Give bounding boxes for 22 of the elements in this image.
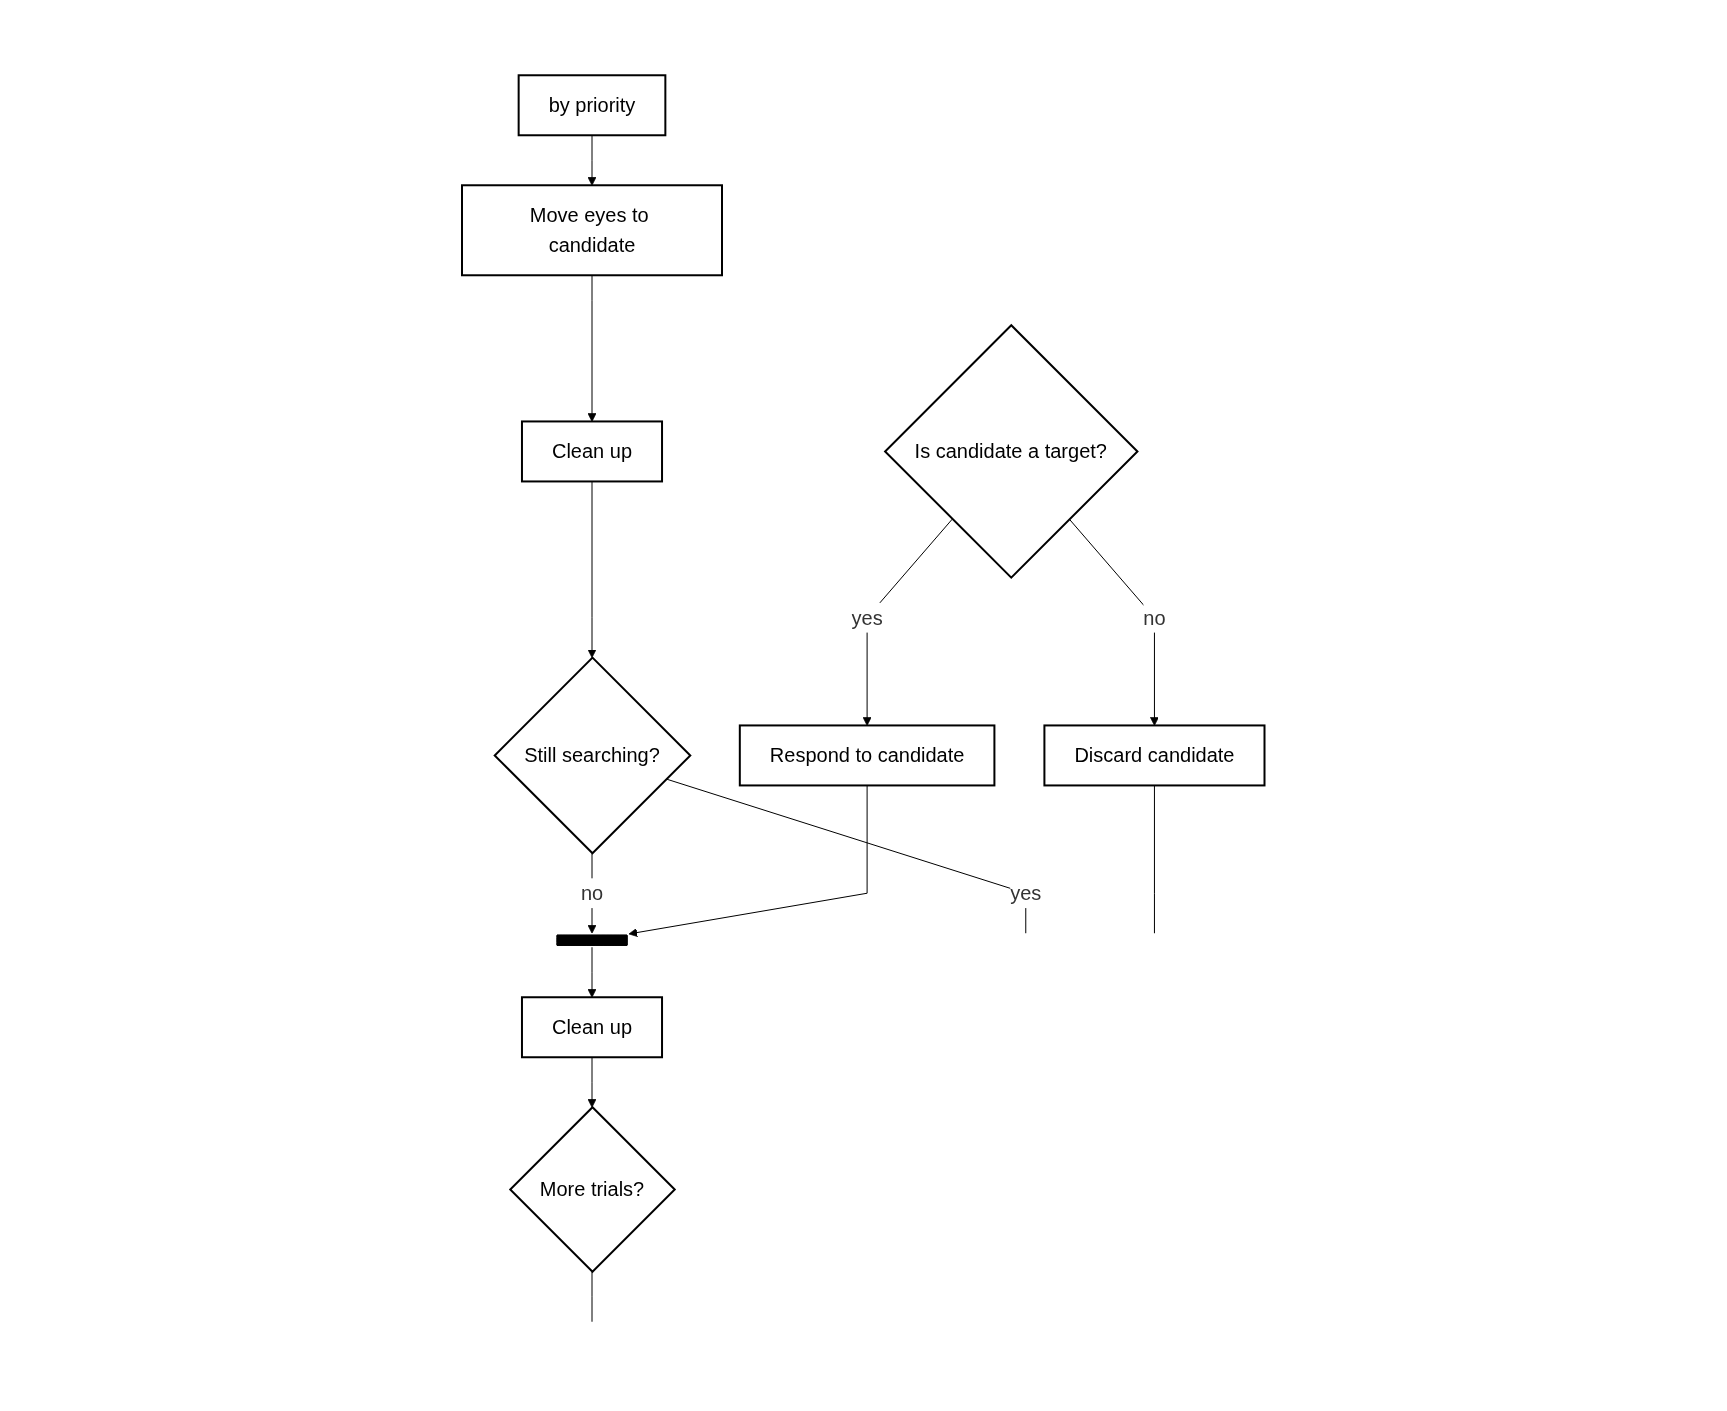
arrow (587, 480, 597, 658)
connector (666, 778, 1027, 934)
edge-label: yes (1010, 882, 1042, 905)
node-box: by priority (517, 74, 667, 137)
connector (591, 1271, 593, 1323)
node-box: Respond to candidate (739, 724, 996, 787)
node-box: Clean up (521, 996, 664, 1059)
arrow (587, 1056, 597, 1108)
arrow (587, 134, 597, 186)
arrow (587, 946, 597, 998)
node-box: Move eyes to candidate (461, 184, 724, 277)
node-diamond: Is candidate a target? (883, 323, 1140, 580)
edge-label: no (581, 882, 604, 905)
arrow (587, 274, 597, 422)
node-diamond: More trials? (509, 1105, 677, 1274)
edge-label: no (1143, 606, 1166, 629)
edge-label: yes (851, 606, 883, 629)
node-diamond: Still searching? (493, 656, 692, 855)
connector (1154, 784, 1156, 934)
node-box: Clean up (521, 420, 664, 483)
node-box: Discard candidate (1043, 724, 1266, 787)
arrow (628, 784, 868, 937)
